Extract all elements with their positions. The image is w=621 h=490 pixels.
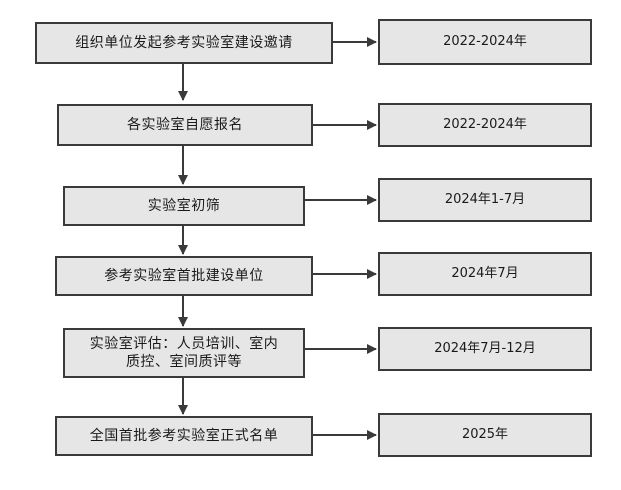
period-box-5: 2024年7月-12月 (378, 327, 592, 371)
step-box-4: 参考实验室首批建设单位 (55, 256, 313, 296)
step-box-5: 实验室评估：人员培训、室内 质控、室间质评等 (63, 328, 305, 378)
period-box-6: 2025年 (378, 413, 592, 457)
period-box-4: 2024年7月 (378, 252, 592, 296)
period-box-2: 2022-2024年 (378, 103, 592, 147)
step-box-1: 组织单位发起参考实验室建设邀请 (35, 22, 333, 64)
period-box-3: 2024年1-7月 (378, 178, 592, 222)
step-box-2: 各实验室自愿报名 (57, 104, 313, 146)
period-box-1: 2022-2024年 (378, 19, 592, 65)
step-box-3: 实验室初筛 (63, 186, 305, 226)
step-box-6: 全国首批参考实验室正式名单 (55, 416, 313, 456)
